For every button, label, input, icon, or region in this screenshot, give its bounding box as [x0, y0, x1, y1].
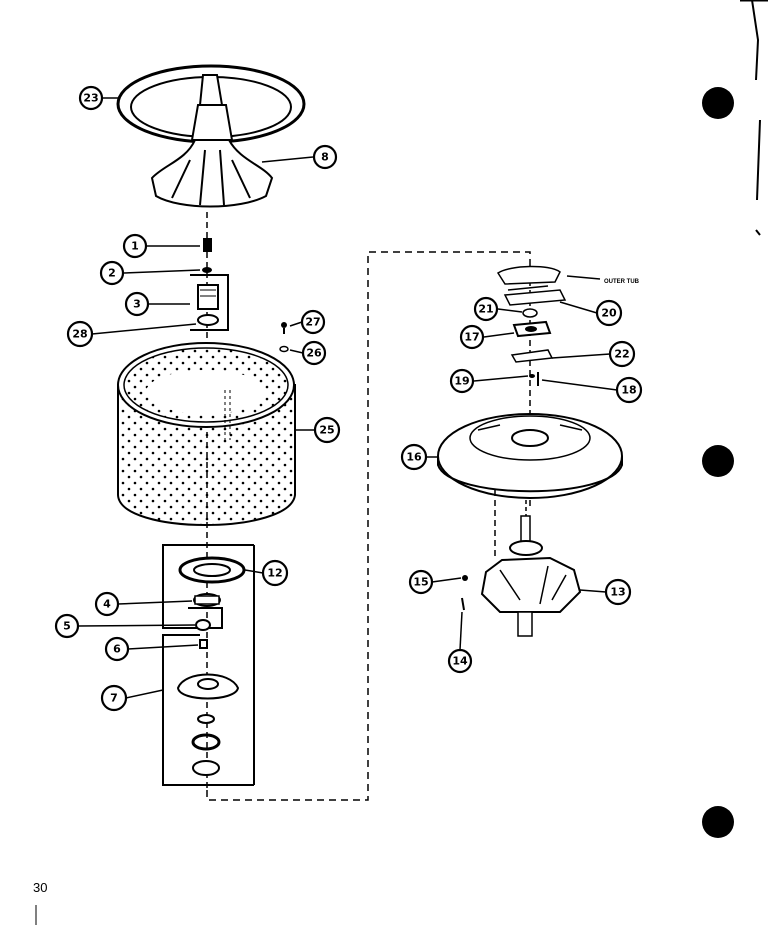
- callout-7: 7: [110, 692, 118, 705]
- part-15-ball: [462, 575, 468, 581]
- callout-20: 20: [601, 307, 617, 320]
- callouts: [54, 85, 643, 712]
- part-22-spring: [510, 349, 554, 363]
- callout-1: 1: [131, 240, 139, 253]
- callout-18: 18: [621, 384, 636, 397]
- part-4-bearing: [193, 593, 221, 607]
- binder-hole-top: [702, 87, 734, 119]
- part-27-screw: [281, 322, 287, 334]
- scan-edge-marks: [740, 0, 768, 236]
- part-17-bracket: [512, 320, 552, 338]
- part-20-plate: [503, 289, 567, 306]
- callout-21: 21: [478, 303, 493, 316]
- part-13-transmission: [480, 515, 582, 637]
- callout-23: 23: [83, 92, 98, 105]
- part-6-clip: [199, 639, 208, 649]
- callout-3: 3: [133, 298, 141, 311]
- callout-8: 8: [321, 151, 329, 164]
- callout-5: 5: [63, 620, 71, 633]
- callout-25: 25: [319, 424, 334, 437]
- part-21-nut: [522, 308, 538, 318]
- part-2-washer: [202, 267, 212, 273]
- callout-6: 6: [113, 643, 121, 656]
- part-7-hub-assembly: [162, 634, 254, 786]
- callout-4: 4: [103, 598, 111, 611]
- leader-lines: [77, 97, 618, 699]
- callout-12: 12: [267, 567, 282, 580]
- callout-28: 28: [72, 328, 87, 341]
- connector-dashed-route: [206, 251, 531, 801]
- part-3-bracket: [190, 274, 229, 331]
- outer-tub-note: OUTER TUB: [604, 279, 640, 285]
- part-19-clip: [529, 374, 535, 378]
- part-8-agitator: [150, 74, 274, 208]
- callout-16: 16: [406, 451, 422, 464]
- callout-13: 13: [610, 586, 625, 599]
- part-1-bolt: [203, 238, 212, 252]
- callout-19: 19: [454, 375, 469, 388]
- part-12-bracket: [162, 544, 255, 785]
- callout-26: 26: [306, 347, 322, 360]
- part-14-screw: [461, 597, 465, 611]
- part-16-tub-base: [437, 413, 623, 499]
- callout-14: 14: [452, 655, 468, 668]
- callout-22: 22: [614, 348, 629, 361]
- part-25-basket: [117, 342, 296, 526]
- binder-hole-bottom: [702, 806, 734, 838]
- part-5-seal: [195, 619, 211, 631]
- callout-2: 2: [108, 267, 116, 280]
- binder-hole-middle: [702, 445, 734, 477]
- callout-27: 27: [305, 316, 320, 329]
- page-number: 30: [33, 880, 48, 895]
- callout-17: 17: [464, 331, 479, 344]
- callout-15: 15: [413, 576, 428, 589]
- outer-tub-fragment: [496, 265, 561, 291]
- part-26-washer: [279, 345, 289, 353]
